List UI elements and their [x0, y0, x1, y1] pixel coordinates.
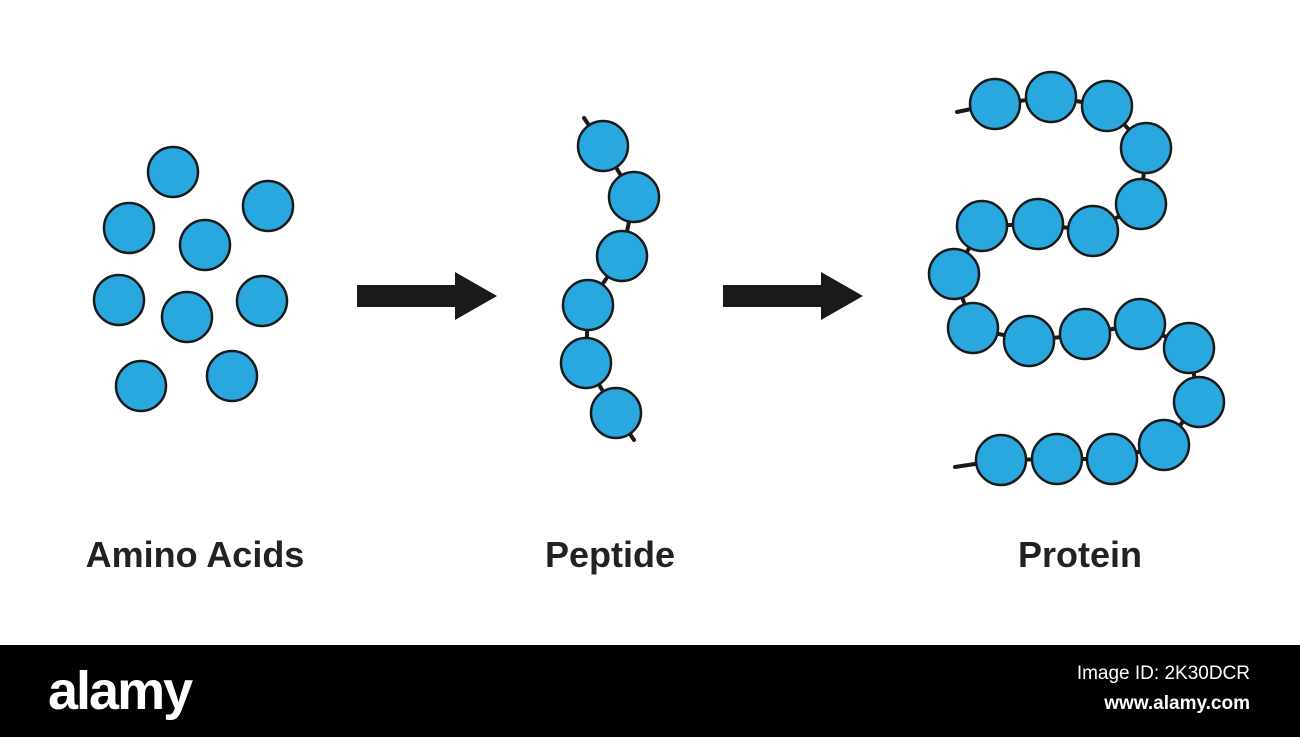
- peptide-residue-4: [561, 278, 615, 332]
- reaction-arrow-1: [357, 272, 497, 320]
- protein-residue-3: [1080, 79, 1134, 133]
- peptide-residue-1: [576, 119, 630, 173]
- protein-residue-7: [1011, 197, 1065, 251]
- protein-residue-17: [1085, 432, 1139, 486]
- protein-residue-19: [974, 433, 1028, 487]
- amino-acid-5: [92, 273, 146, 327]
- protein-residue-1: [968, 77, 1022, 131]
- protein-residue-12: [1058, 307, 1112, 361]
- protein-residue-14: [1162, 321, 1216, 375]
- peptide-residue-5: [559, 336, 613, 390]
- amino-acid-7: [235, 274, 289, 328]
- protein-residue-13: [1113, 297, 1167, 351]
- amino-acid-3: [102, 201, 156, 255]
- site-url-text: www.alamy.com: [1104, 693, 1250, 714]
- protein-residue-6: [1066, 204, 1120, 258]
- protein-residue-10: [946, 301, 1000, 355]
- peptide-residue-6: [589, 386, 643, 440]
- protein-residue-4: [1119, 121, 1173, 175]
- peptide-residue-3: [595, 229, 649, 283]
- amino-acid-8: [114, 359, 168, 413]
- amino-acid-6: [160, 290, 214, 344]
- protein-residue-8: [955, 199, 1009, 253]
- reaction-arrow-2: [723, 272, 863, 320]
- alamy-logo: alamy: [48, 661, 193, 721]
- amino-acid-2: [241, 179, 295, 233]
- amino-acids-label: Amino Acids: [85, 534, 305, 575]
- peptide-label: Peptide: [544, 534, 676, 575]
- protein-residue-16: [1137, 418, 1191, 472]
- amino-acid-1: [146, 145, 200, 199]
- peptide-residue-2: [607, 170, 661, 224]
- protein-residue-18: [1030, 432, 1084, 486]
- image-id-text: Image ID: 2K30DCR: [1076, 663, 1250, 684]
- protein-label: Protein: [1017, 534, 1142, 575]
- protein-residue-11: [1002, 314, 1056, 368]
- protein-residue-5: [1114, 177, 1168, 231]
- diagram-canvas: [92, 70, 1226, 487]
- protein-residue-15: [1172, 375, 1226, 429]
- amino-acid-4: [178, 218, 232, 272]
- amino-acid-9: [205, 349, 259, 403]
- protein-residue-9: [927, 247, 981, 301]
- diagram-svg: [92, 70, 1226, 487]
- protein-residue-2: [1024, 70, 1078, 124]
- watermark-footer: alamy Image ID: 2K30DCR www.alamy.com: [0, 645, 1300, 737]
